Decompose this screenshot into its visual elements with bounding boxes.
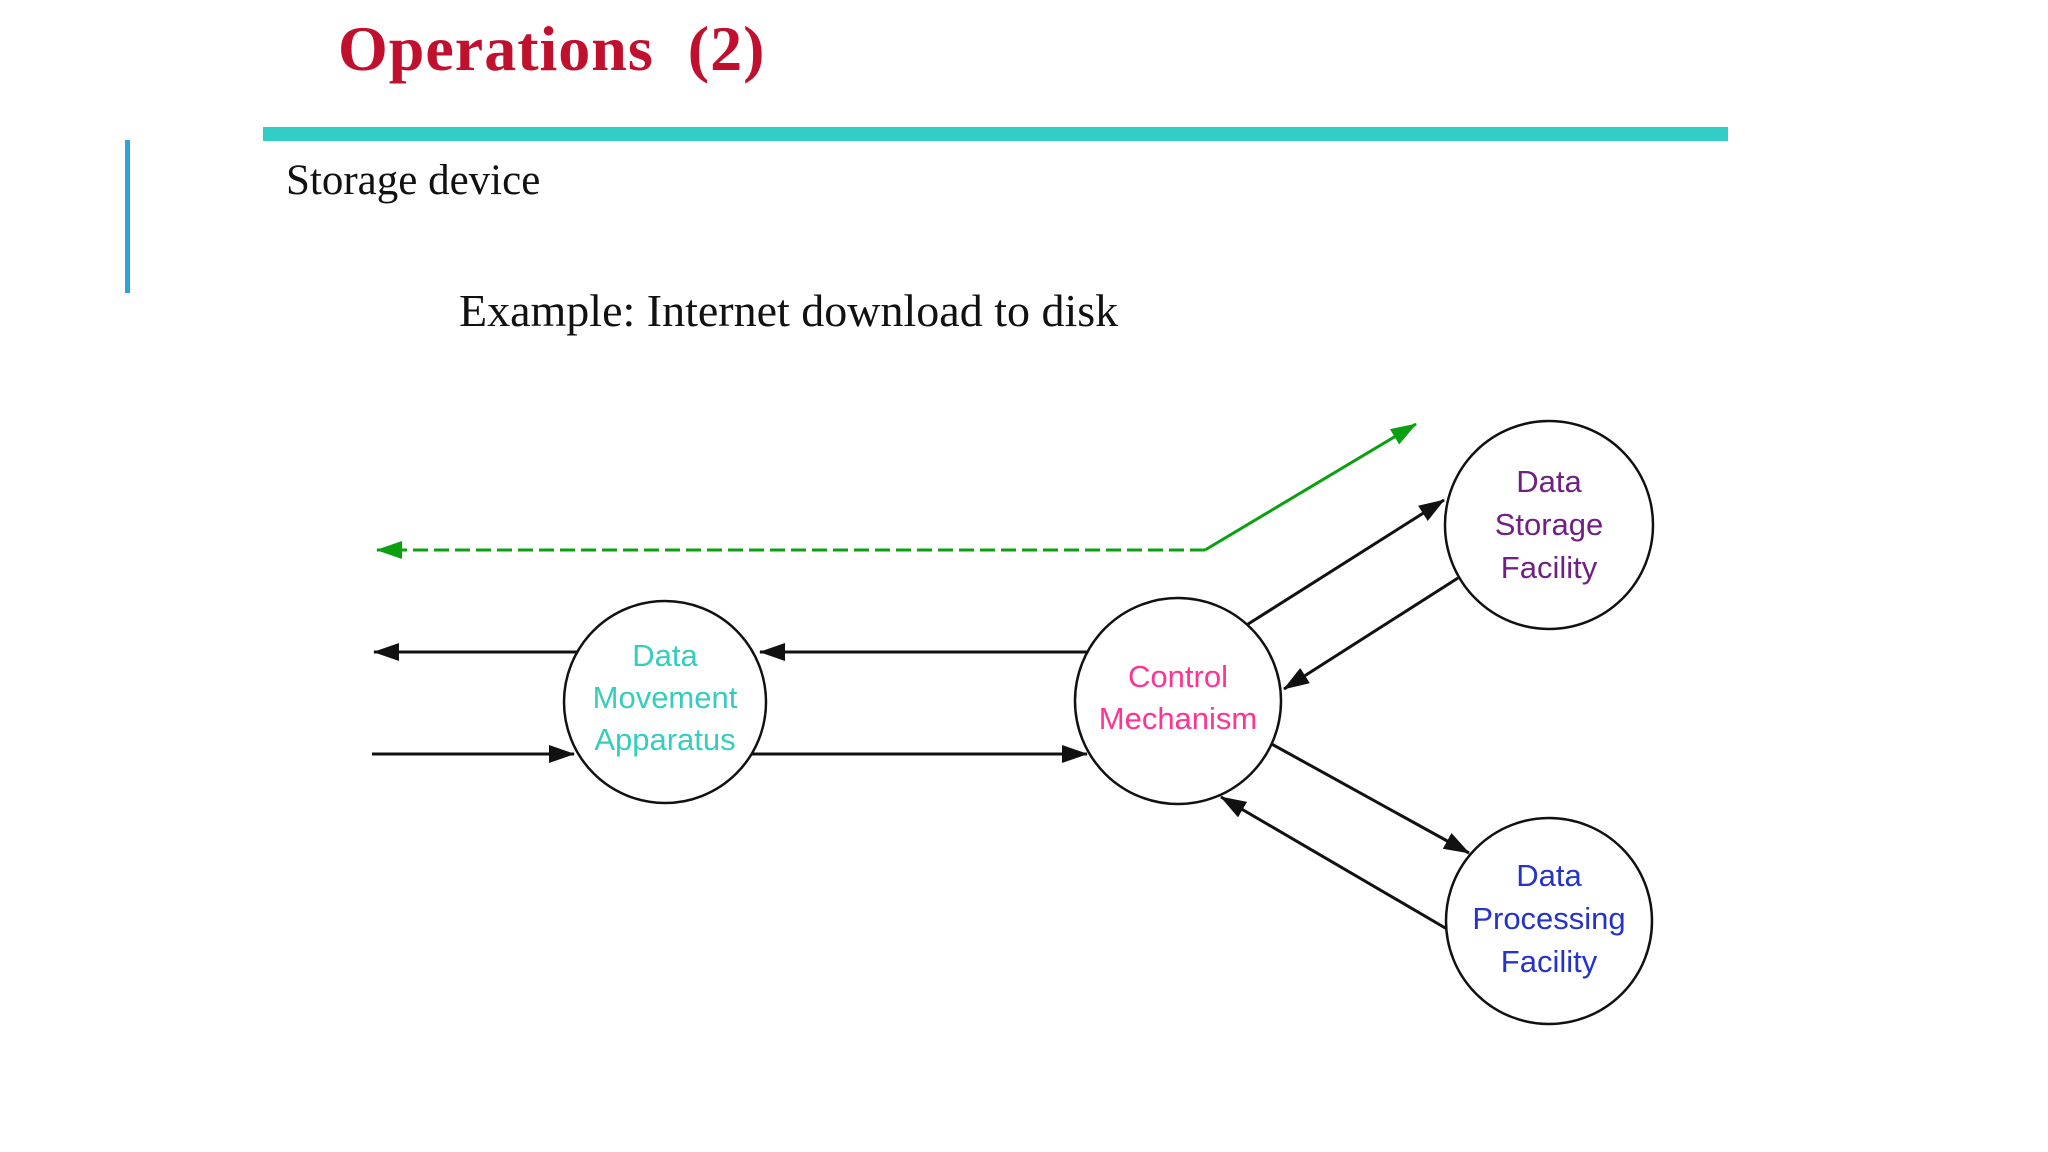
storage-label-line2: Storage: [1495, 507, 1604, 542]
dma-label-line3: Apparatus: [594, 722, 735, 757]
slide-title: Operations (2): [338, 13, 766, 84]
control-label-line2: Mechanism: [1099, 701, 1258, 736]
node-data-storage-facility: [1443, 419, 1655, 631]
arrow-processing-to-control: [1220, 795, 1448, 931]
dma-label-line1: Data: [632, 638, 698, 673]
arrow-control-to-processing: [1267, 740, 1470, 855]
dma-label-line2: Movement: [593, 680, 738, 715]
processing-label-line2: Processing: [1472, 901, 1625, 936]
node-control-mechanism: [1073, 596, 1283, 806]
section-label: Storage device: [286, 157, 541, 204]
arrow-control-to-storage: [1244, 498, 1445, 628]
control-label-line1: Control: [1128, 659, 1228, 694]
left-accent-line: [125, 140, 130, 293]
green-upper-right-arrow: [1204, 422, 1417, 552]
node-data-movement-apparatus: [562, 599, 768, 805]
storage-label-line1: Data: [1516, 464, 1582, 499]
storage-label-line3: Facility: [1501, 550, 1598, 585]
example-caption: Example: Internet download to disk: [459, 285, 1119, 336]
processing-label-line1: Data: [1516, 858, 1582, 893]
node-data-processing-facility: [1444, 816, 1654, 1026]
processing-label-line3: Facility: [1501, 944, 1598, 979]
title-divider-bar: [263, 127, 1728, 141]
arrow-storage-to-control: [1283, 576, 1459, 691]
